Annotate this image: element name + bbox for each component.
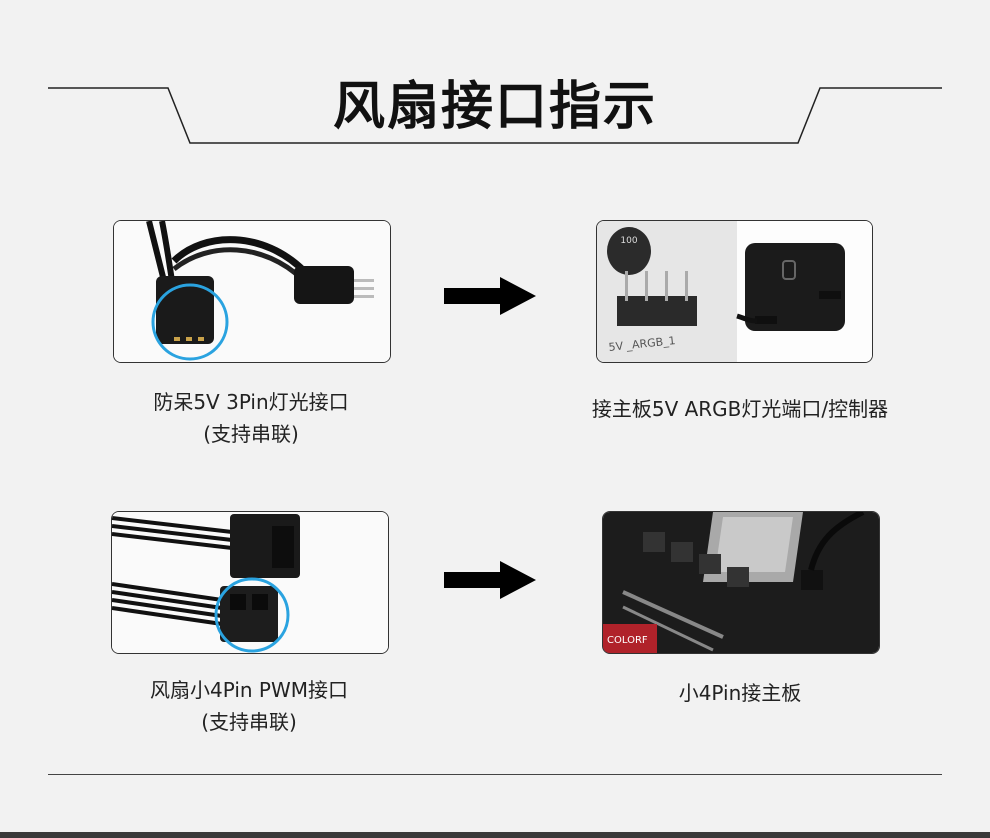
arrow-right-icon — [444, 561, 536, 599]
caption-line: 风扇小4Pin PWM接口 — [149, 678, 349, 702]
caption-argb-connector: 防呆5V 3Pin灯光接口 (支持串联) — [113, 386, 389, 450]
argb-header-controller-photo: 100 5V _ARGB_1 — [596, 220, 873, 363]
caption-fan-header: 小4Pin接主板 — [602, 677, 878, 709]
pwm-connector-photo — [111, 511, 389, 654]
argb-connector-photo — [113, 220, 391, 363]
highlight-circle — [214, 577, 290, 653]
page-title: 风扇接口指示 — [332, 77, 657, 137]
capacitor-label: 100 — [620, 236, 637, 246]
bottom-divider — [48, 774, 942, 775]
caption-pwm-connector: 风扇小4Pin PWM接口 (支持串联) — [111, 674, 387, 738]
footer-bar — [0, 832, 990, 838]
arrow-right-icon — [444, 277, 536, 315]
caption-line: 接主板5V ARGB灯光端口/控制器 — [591, 397, 889, 421]
highlight-circle — [151, 283, 229, 361]
caption-line: 小4Pin接主板 — [678, 681, 802, 705]
caption-line: (支持串联) — [203, 422, 299, 446]
title-frame — [48, 87, 942, 144]
board-brand: COLORF — [607, 635, 648, 646]
caption-line: 防呆5V 3Pin灯光接口 — [153, 390, 349, 414]
caption-argb-header: 接主板5V ARGB灯光端口/控制器 — [560, 393, 920, 425]
caption-line: (支持串联) — [201, 710, 297, 734]
motherboard-fan-header-photo: COLORF — [602, 511, 880, 654]
